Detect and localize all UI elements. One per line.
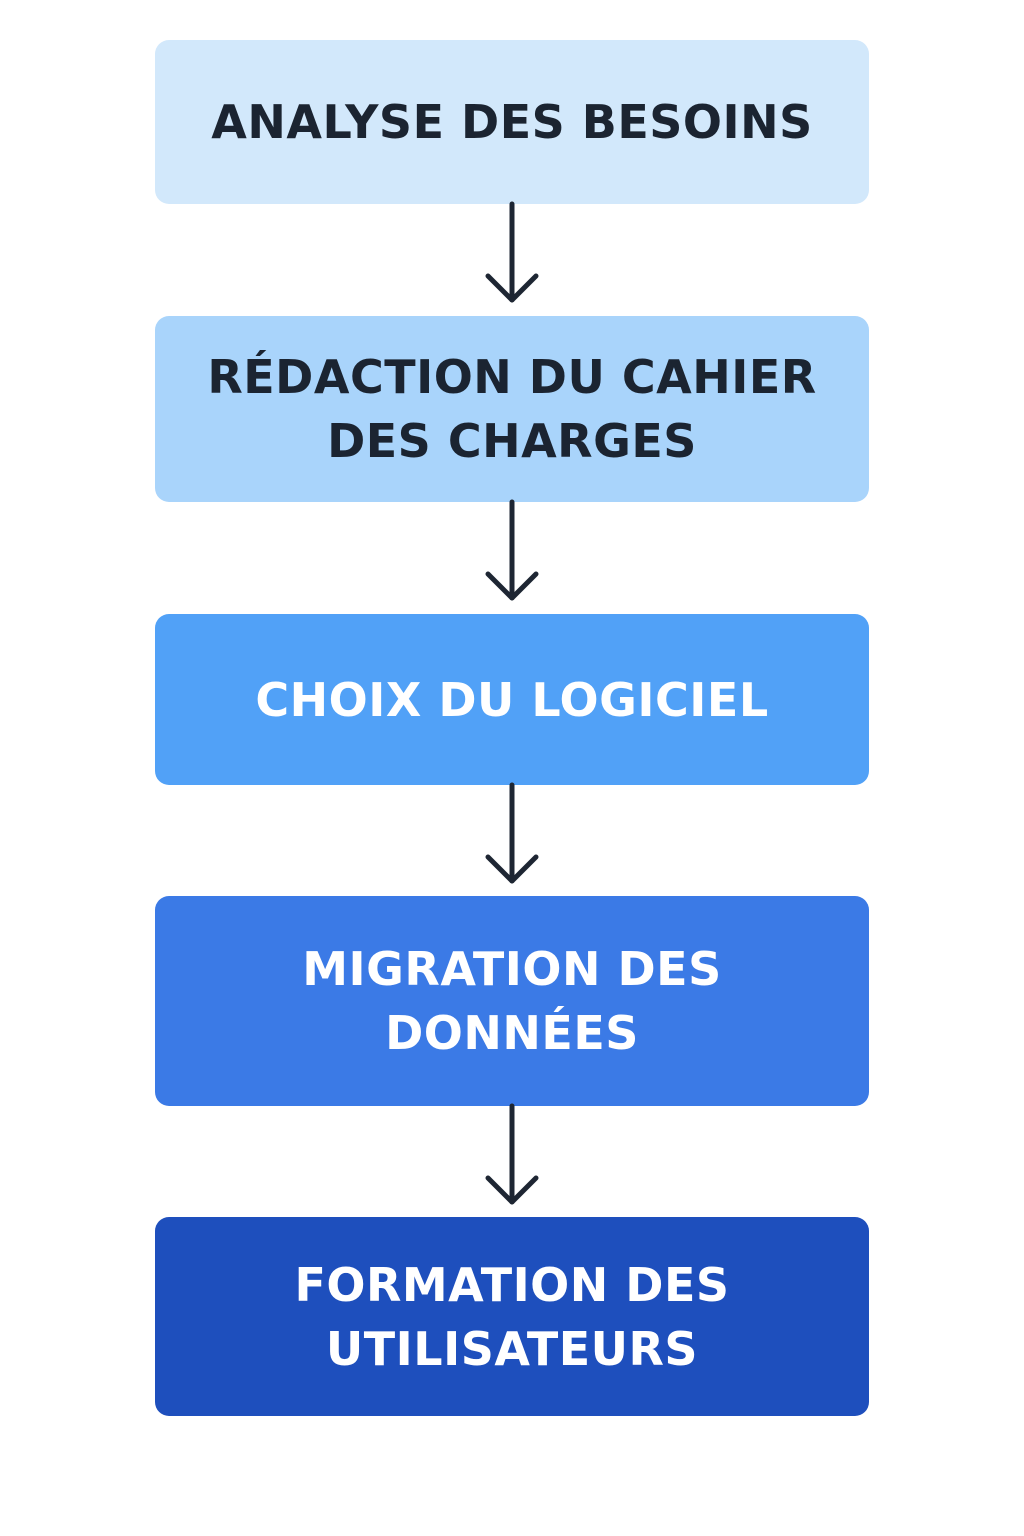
step-label-line: MIGRATION DES — [302, 942, 722, 996]
step-migration-donnees: MIGRATION DES DONNÉES — [155, 896, 869, 1106]
arrow-down-icon — [485, 1103, 539, 1205]
step-label-line: RÉDACTION DU CAHIER — [207, 350, 817, 404]
arrow-down-icon — [485, 782, 539, 884]
step-label-line: CHOIX DU LOGICIEL — [255, 672, 769, 727]
step-analyse-besoins: ANALYSE DES BESOINS — [155, 40, 869, 204]
arrow-down-icon — [485, 499, 539, 601]
step-label-line: DES CHARGES — [327, 414, 697, 468]
step-label-line: FORMATION DES — [294, 1257, 730, 1312]
step-redaction-cahier-des-charges: RÉDACTION DU CAHIER DES CHARGES — [155, 316, 869, 502]
step-label-line: UTILISATEURS — [325, 1321, 699, 1376]
step-choix-logiciel: CHOIX DU LOGICIEL — [155, 614, 869, 785]
step-formation-utilisateurs: FORMATION DES UTILISATEURS — [155, 1217, 869, 1416]
arrow-down-icon — [485, 201, 539, 303]
step-label-line: DONNÉES — [385, 1006, 639, 1060]
step-label-line: ANALYSE DES BESOINS — [211, 95, 813, 149]
